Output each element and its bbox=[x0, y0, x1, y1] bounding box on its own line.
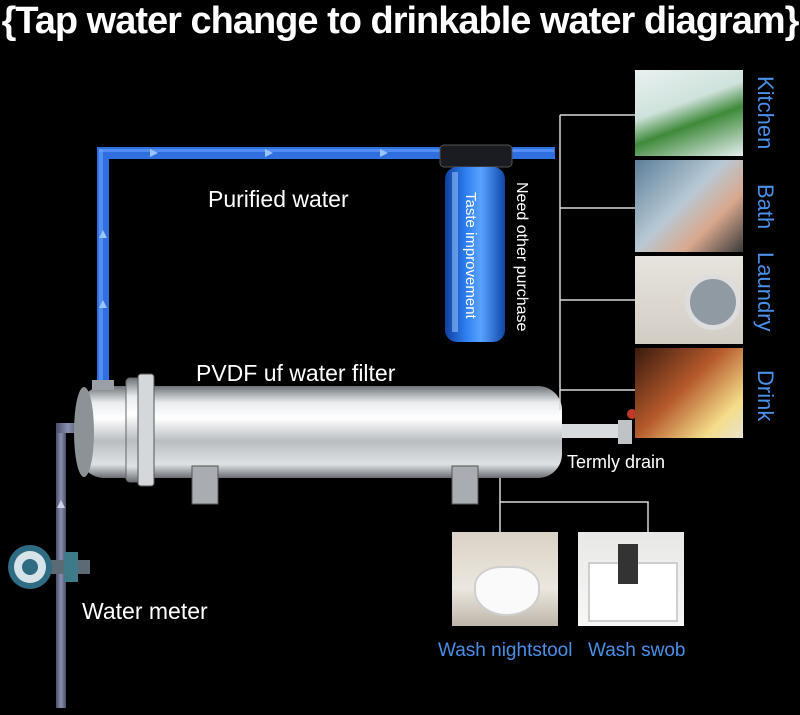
uf-filter-label: PVDF uf water filter bbox=[196, 360, 396, 386]
tank-valve-icon bbox=[618, 544, 638, 584]
washing-machine-photo bbox=[635, 256, 743, 344]
taste-improvement-housing bbox=[439, 144, 513, 342]
usage-connector-lines bbox=[499, 114, 649, 532]
termly-drain-label: Termly drain bbox=[567, 452, 666, 472]
shower-photo bbox=[635, 160, 743, 252]
wash-swob-label: Wash swob bbox=[588, 640, 686, 661]
toilet-bowl-icon bbox=[474, 566, 540, 616]
use-label-laundry: Laundry bbox=[753, 252, 778, 332]
washing-drum-icon bbox=[685, 274, 741, 330]
taste-improvement-label: Taste improvement bbox=[462, 192, 479, 319]
uf-filter-body bbox=[74, 373, 637, 505]
water-meter bbox=[8, 545, 90, 589]
use-label-bath: Bath bbox=[753, 184, 778, 230]
need-other-purchase-label: Need other purchase bbox=[513, 182, 530, 332]
wash-nightstool-label: Wash nightstool bbox=[438, 640, 573, 661]
purified-water-label: Purified water bbox=[208, 186, 349, 212]
use-label-drink: Drink bbox=[753, 370, 778, 422]
kitchen-photo bbox=[635, 70, 743, 156]
toilet-tank-photo bbox=[578, 532, 684, 626]
diagram-title: {Tap water change to drinkable water dia… bbox=[1, 0, 800, 42]
use-label-kitchen: Kitchen bbox=[753, 76, 778, 150]
toilet-photo bbox=[452, 532, 558, 626]
teapot-photo bbox=[635, 348, 743, 438]
water-meter-label: Water meter bbox=[82, 598, 208, 624]
